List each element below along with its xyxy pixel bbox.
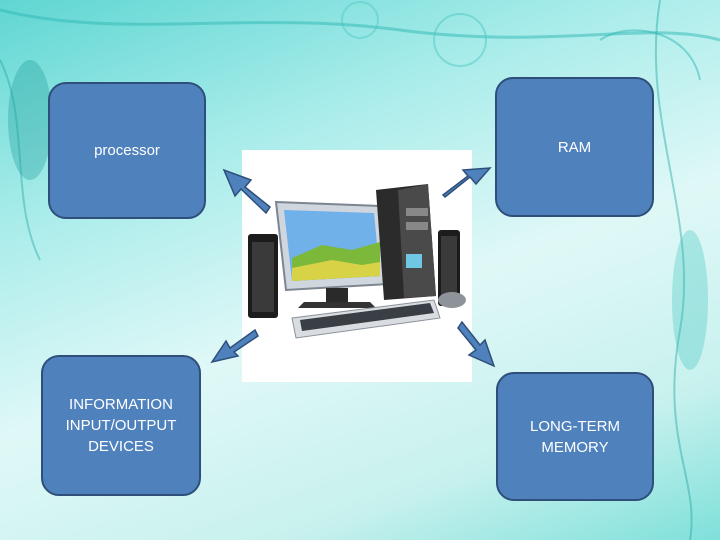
desktop-computer-icon: [248, 184, 466, 339]
processor-label: processor: [94, 142, 160, 159]
computer-image: [242, 150, 472, 382]
ram-box: RAM: [495, 77, 654, 217]
long-term-memory-box: LONG-TERM MEMORY: [496, 372, 654, 501]
long-term-memory-label: LONG-TERM MEMORY: [530, 417, 620, 456]
processor-box: processor: [48, 82, 206, 219]
io-devices-box: INFORMATION INPUT/OUTPUT DEVICES: [41, 355, 201, 496]
ram-label: RAM: [557, 138, 592, 156]
io-devices-label: INFORMATION INPUT/OUTPUT DEVICES: [65, 396, 177, 455]
